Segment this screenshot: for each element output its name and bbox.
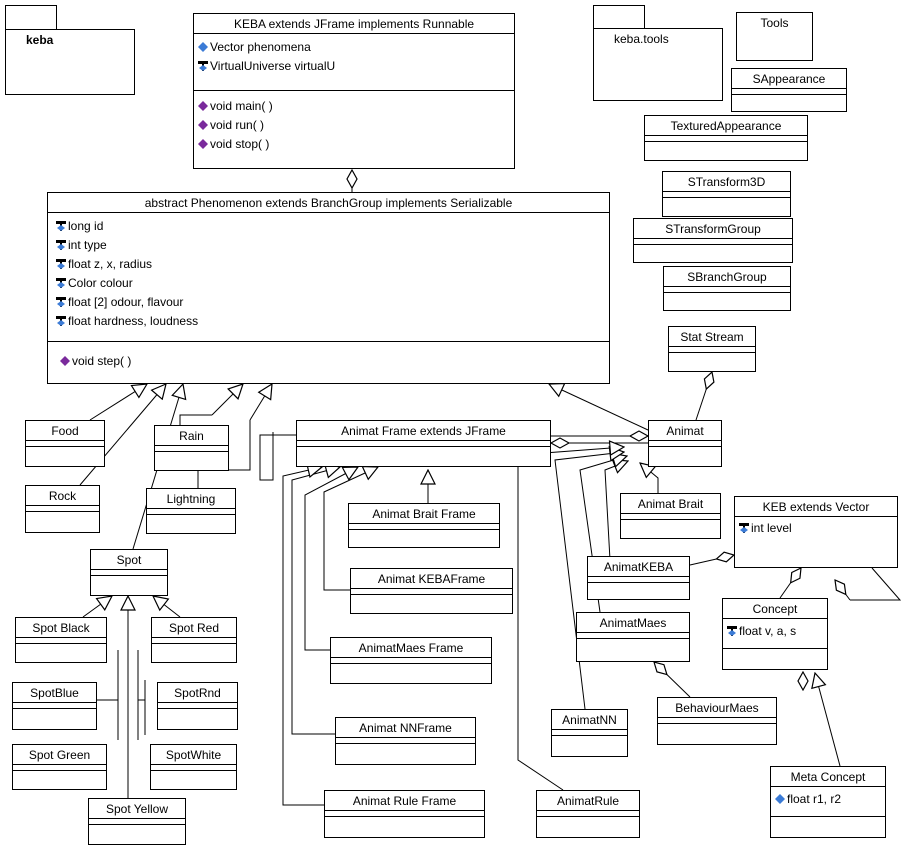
attr-row: float r1, r2: [771, 790, 885, 809]
static-attribute-icon: [56, 218, 66, 231]
animatkeba-keb-link: [689, 555, 734, 566]
class-concept[interactable]: Concept float v, a, s: [722, 598, 828, 670]
keb-concept-link-2: [835, 580, 851, 601]
class-spotrnd[interactable]: SpotRnd: [157, 682, 238, 730]
attr-row: float z, x, radius: [48, 255, 609, 274]
method-row: void step( ): [48, 352, 609, 371]
rain-inherit: [179, 414, 212, 425]
animatrule-inherit: [517, 447, 624, 791]
static-attribute-icon: [56, 256, 66, 269]
package-keba-tools-label: keba.tools: [593, 28, 723, 101]
class-animatbraitframe[interactable]: Animat Brait Frame: [348, 503, 500, 548]
class-food[interactable]: Food: [25, 420, 105, 467]
method-icon: [60, 353, 70, 366]
metaconcept-inherit: [815, 673, 841, 767]
attr-row: int type: [48, 236, 609, 255]
keb-concept-link: [779, 568, 801, 599]
class-tools[interactable]: Tools: [736, 12, 813, 61]
food-inherit: [89, 384, 147, 421]
attr-row: long id: [48, 217, 609, 236]
spotred-inherit: [153, 596, 181, 618]
method-row: void main( ): [194, 97, 514, 116]
animat-statstream-link: [695, 372, 712, 421]
package-keba[interactable]: keba: [5, 5, 135, 95]
class-metaconcept[interactable]: Meta Concept float r1, r2: [770, 766, 886, 838]
static-attribute-icon: [727, 623, 737, 636]
attr-row: int level: [735, 519, 897, 538]
class-animatruleframe[interactable]: Animat Rule Frame: [324, 790, 485, 838]
class-rain[interactable]: Rain: [154, 425, 229, 471]
class-keba-title: KEBA extends JFrame implements Runnable: [194, 14, 514, 34]
class-animatframe[interactable]: Animat Frame extends JFrame: [296, 420, 551, 467]
animatmaes-behaviour-link: [654, 662, 691, 698]
class-phenomenon-title: abstract Phenomenon extends BranchGroup …: [48, 193, 609, 213]
attr-row: float hardness, loudness: [48, 312, 609, 331]
class-rock[interactable]: Rock: [25, 485, 100, 533]
class-behaviourmaes[interactable]: BehaviourMaes: [657, 697, 777, 745]
class-spot[interactable]: Spot: [90, 549, 168, 596]
animatmaesframe-inherit: [304, 467, 358, 651]
class-spotblack[interactable]: Spot Black: [15, 617, 107, 663]
animatframe-left-link: [259, 432, 296, 481]
class-animatkeba[interactable]: AnimatKEBA: [587, 556, 690, 600]
attr-row: VirtualUniverse virtualU: [194, 57, 514, 76]
class-animat[interactable]: Animat: [648, 420, 722, 467]
package-keba-label: keba: [5, 29, 135, 95]
class-keb[interactable]: KEB extends Vector int level: [734, 496, 898, 568]
method-icon: [198, 117, 208, 130]
class-animatnnframe[interactable]: Animat NNFrame: [335, 717, 476, 765]
static-attribute-icon: [56, 294, 66, 307]
method-row: void run( ): [194, 116, 514, 135]
class-animatmaesframe[interactable]: AnimatMaes Frame: [330, 637, 492, 684]
method-icon: [198, 136, 208, 149]
class-spotyellow[interactable]: Spot Yellow: [88, 798, 186, 845]
animatnnframe-inherit: [291, 467, 340, 735]
class-animatnn[interactable]: AnimatNN: [551, 709, 628, 757]
animatnn-inherit: [554, 452, 624, 710]
attr-row: Color colour: [48, 274, 609, 293]
static-attribute-icon: [56, 275, 66, 288]
class-texturedappearance[interactable]: TexturedAppearance: [644, 115, 808, 161]
method-icon: [198, 98, 208, 111]
class-animatmaes[interactable]: AnimatMaes: [576, 612, 690, 662]
class-spotblue[interactable]: SpotBlue: [12, 682, 97, 730]
attribute-icon: [198, 39, 208, 52]
attr-row: Vector phenomena: [194, 38, 514, 57]
class-stransformgroup[interactable]: STransformGroup: [633, 218, 793, 263]
class-lightning[interactable]: Lightning: [146, 488, 236, 534]
animat-inherit: [549, 384, 649, 431]
class-sappearance[interactable]: SAppearance: [731, 68, 847, 112]
class-animatbrait[interactable]: Animat Brait: [620, 493, 721, 539]
rock-inherit: [79, 384, 166, 486]
attribute-icon: [775, 791, 785, 804]
class-animatkebaframe[interactable]: Animat KEBAFrame: [350, 568, 513, 614]
spotblack-inherit: [82, 596, 112, 618]
class-sbranchgroup[interactable]: SBranchGroup: [663, 266, 791, 311]
package-keba-tools[interactable]: keba.tools: [593, 5, 723, 101]
animatbrait-inherit: [640, 463, 659, 493]
static-attribute-icon: [56, 313, 66, 326]
static-attribute-icon: [56, 237, 66, 250]
animatruleframe-inherit: [282, 467, 324, 806]
static-attribute-icon: [198, 58, 208, 71]
method-row: void stop( ): [194, 135, 514, 154]
attr-row: float [2] odour, flavour: [48, 293, 609, 312]
class-phenomenon[interactable]: abstract Phenomenon extends BranchGroup …: [47, 192, 610, 384]
class-spotgreen[interactable]: Spot Green: [12, 744, 107, 790]
class-spotred[interactable]: Spot Red: [151, 617, 237, 663]
class-statstream[interactable]: Stat Stream: [668, 326, 756, 372]
attr-row: float v, a, s: [723, 622, 827, 641]
class-animatrule[interactable]: AnimatRule: [536, 790, 640, 838]
class-stransform3d[interactable]: STransform3D: [662, 171, 791, 217]
class-spotwhite[interactable]: SpotWhite: [150, 744, 237, 790]
static-attribute-icon: [739, 520, 749, 533]
class-keba[interactable]: KEBA extends JFrame implements Runnable …: [193, 13, 515, 169]
